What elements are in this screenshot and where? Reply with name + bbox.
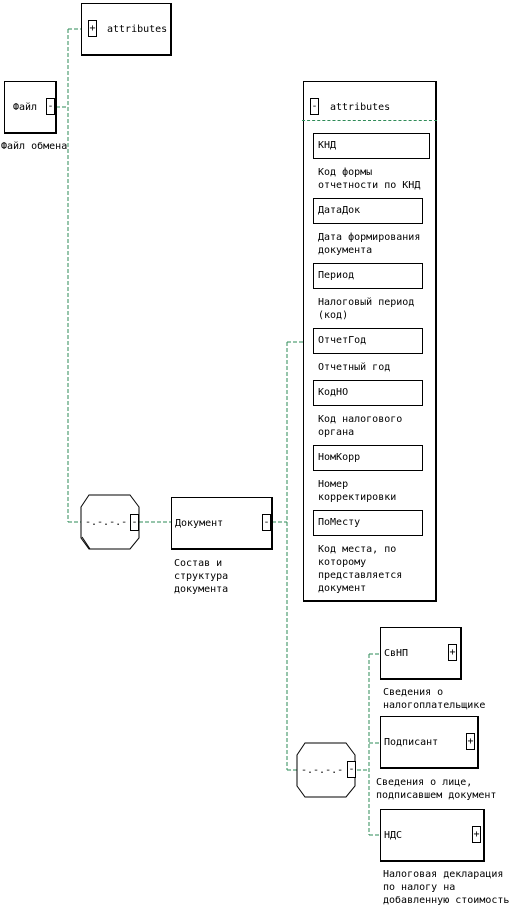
element-name: СвНП xyxy=(384,648,409,659)
attribute-description: Код места, по которому представляется до… xyxy=(318,544,403,594)
collapse-toggle[interactable]: - xyxy=(262,514,271,531)
element-podpisant[interactable]: Подписант xyxy=(380,716,479,769)
element-nds[interactable]: НДС xyxy=(380,809,485,862)
attribute-description: Отчетный год xyxy=(318,362,391,373)
attribute-description: Налоговый период (код) xyxy=(318,297,415,321)
attribute-box[interactable]: ПоМесту xyxy=(313,510,423,536)
element-description: Налоговая декларация по налогу на добавл… xyxy=(383,869,510,906)
attribute-name: ОтчетГод xyxy=(318,335,367,346)
attribute-description: Код налогового органа xyxy=(318,414,403,438)
element-description: Сведения о лице, подписавшем документ xyxy=(376,777,497,801)
attribute-name: ПоМесту xyxy=(318,517,361,528)
attribute-name: КНД xyxy=(318,140,337,151)
attribute-name: КодНО xyxy=(318,387,349,398)
element-name: Файл xyxy=(13,102,38,113)
attribute-description: Код формы отчетности по КНД xyxy=(318,167,421,191)
attribute-box[interactable]: Период xyxy=(313,263,423,289)
attribute-box[interactable]: НомКорр xyxy=(313,445,423,471)
element-description: Состав и структура документа xyxy=(174,558,229,595)
sequence-compositor: -.-.-.- xyxy=(301,765,344,776)
sequence-compositor: -.-.-.- xyxy=(85,517,128,528)
attribute-box[interactable]: КНД xyxy=(313,133,430,159)
element-name: Подписант xyxy=(384,737,439,748)
collapse-toggle[interactable]: - xyxy=(310,98,319,115)
attributes-label: attributes xyxy=(330,102,391,113)
collapse-toggle[interactable]: - xyxy=(347,761,356,778)
element-description: Файл обмена xyxy=(1,141,68,152)
element-name: НДС xyxy=(384,830,403,841)
element-document[interactable]: Документ xyxy=(171,497,273,550)
element-root[interactable]: Файл xyxy=(4,81,57,134)
attributes-group[interactable]: + attributes xyxy=(81,3,172,56)
attribute-name: НомКорр xyxy=(318,452,361,463)
attribute-description: Дата формирования документа xyxy=(318,232,421,256)
collapse-toggle[interactable]: - xyxy=(46,98,55,115)
expand-toggle[interactable]: + xyxy=(88,20,97,37)
attribute-description: Номер корректировки xyxy=(318,479,397,503)
attributes-label: attributes xyxy=(107,24,168,35)
expand-toggle[interactable]: + xyxy=(466,733,475,750)
attribute-box[interactable]: ДатаДок xyxy=(313,198,423,224)
expand-toggle[interactable]: + xyxy=(472,826,481,843)
attribute-box[interactable]: ОтчетГод xyxy=(313,328,423,354)
attribute-name: Период xyxy=(318,270,355,281)
attribute-box[interactable]: КодНО xyxy=(313,380,423,406)
element-name: Документ xyxy=(175,518,224,529)
element-description: Сведения о налогоплательщике xyxy=(383,687,486,711)
collapse-toggle[interactable]: - xyxy=(130,514,139,531)
attribute-name: ДатаДок xyxy=(318,205,361,216)
expand-toggle[interactable]: + xyxy=(448,644,457,661)
